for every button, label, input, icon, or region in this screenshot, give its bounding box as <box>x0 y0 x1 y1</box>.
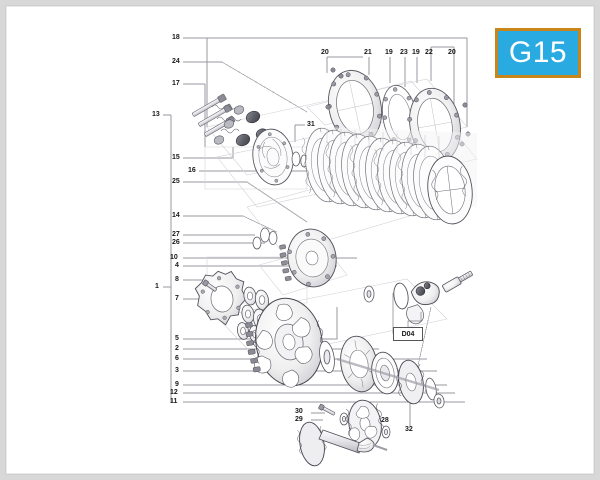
callout-label-24: 24 <box>172 58 180 65</box>
callout-label-12: 12 <box>170 389 178 396</box>
callout-label-29: 29 <box>295 416 303 423</box>
callout-label-21: 21 <box>364 49 372 56</box>
callout-label-19-a: 19 <box>385 49 393 56</box>
callout-label-20-left: 20 <box>321 49 329 56</box>
callout-label-30: 30 <box>295 408 303 415</box>
callout-label-19-b: 19 <box>412 49 420 56</box>
callout-label-8: 8 <box>175 276 179 283</box>
callout-label-6: 6 <box>175 355 179 362</box>
callout-label-4: 4 <box>175 262 179 269</box>
callout-label-13: 13 <box>152 111 160 118</box>
callout-label-9: 9 <box>175 381 179 388</box>
callout-label-15: 15 <box>172 154 180 161</box>
callout-label-3: 3 <box>175 367 179 374</box>
callout-label-11: 11 <box>170 398 178 405</box>
callout-label-5: 5 <box>175 335 179 342</box>
callout-label-18: 18 <box>172 34 180 41</box>
callout-label-2: 2 <box>175 345 179 352</box>
parts-illustration <box>163 37 478 467</box>
callout-label-25: 25 <box>172 178 180 185</box>
callout-label-27: 27 <box>172 231 180 238</box>
callout-label-7: 7 <box>175 295 179 302</box>
callout-label-23: 23 <box>400 49 408 56</box>
subgroup-reference-d04[interactable]: D04 <box>393 327 423 341</box>
callout-label-31: 31 <box>307 121 315 128</box>
callout-label-14: 14 <box>172 212 180 219</box>
diagram-canvas <box>7 7 593 473</box>
callout-label-10: 10 <box>170 254 178 261</box>
callout-label-20-right: 20 <box>448 49 456 56</box>
callout-label-17: 17 <box>172 80 180 87</box>
callout-label-22: 22 <box>425 49 433 56</box>
callout-label-16: 16 <box>188 167 196 174</box>
callout-label-26: 26 <box>172 239 180 246</box>
callout-label-32: 32 <box>405 426 413 433</box>
callout-label-1: 1 <box>155 283 159 290</box>
callout-label-28: 28 <box>381 417 389 424</box>
diagram-code-badge: G15 <box>495 28 581 78</box>
diagram-frame: 18 24 17 13 31 15 16 25 14 27 26 10 4 8 … <box>6 6 594 474</box>
